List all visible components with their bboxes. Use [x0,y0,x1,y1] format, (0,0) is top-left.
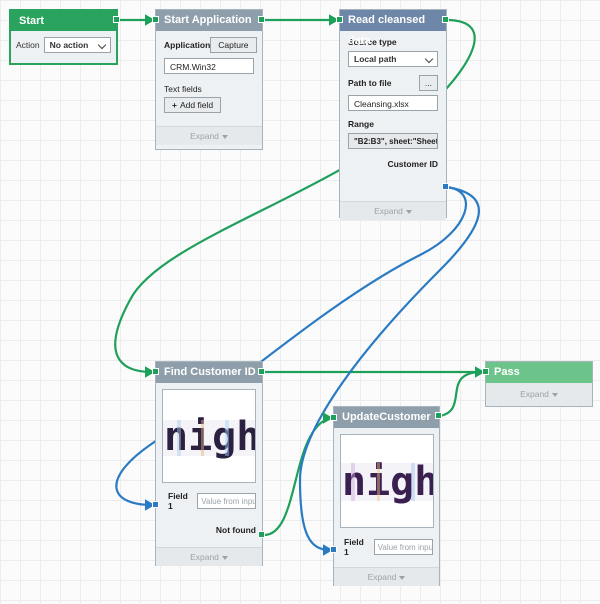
start-application-expand[interactable]: Expand [156,126,262,145]
caret-down-icon [405,209,412,214]
caret-down-icon [399,575,406,580]
find-customer-id-expand[interactable]: Expand [156,547,262,566]
pass-node-title: Pass [494,366,520,378]
start-app-input-port[interactable] [152,16,159,23]
action-label: Action [16,40,40,50]
read-cleansed-data-header[interactable]: Read cleansed data [340,10,446,47]
read-cleansed-data-node[interactable]: Read cleansed data Source type Local pat… [339,9,447,220]
find-customer-id-title: Find Customer ID [164,366,256,378]
start-node[interactable]: Start Action No action [9,9,118,65]
read-input-port[interactable] [336,16,343,23]
update-output-port[interactable] [435,412,442,419]
add-field-button[interactable]: +Add field [164,97,222,113]
start-application-node[interactable]: Start Application Application Capture CR… [155,9,263,150]
expand-label: Expand [190,552,219,562]
plus-icon: + [172,100,177,110]
application-field[interactable]: CRM.Win32 [164,58,254,74]
find-field-1-input[interactable]: Value from input [197,493,256,509]
update-field-1-row: Field 1 Value from input [340,537,433,557]
find-customer-id-header[interactable]: Find Customer ID [156,362,262,383]
update-field-1-input[interactable]: Value from input [373,539,433,555]
pass-node[interactable]: Pass Expand [485,361,593,407]
expand-label: Expand [367,572,397,582]
update-customer-id-header[interactable]: UpdateCustomer ID [334,407,439,444]
action-select[interactable]: No action [43,37,111,53]
find-output-port[interactable] [258,368,265,375]
chevron-down-icon [97,40,107,50]
wire-not-found-to-update [263,416,331,537]
source-type-value: Local path [354,54,397,64]
application-label: Application [164,40,211,50]
range-field[interactable]: "B2:B3", sheet:"Sheet1" [348,133,438,149]
update-target-image: nigh [340,434,434,528]
capture-button[interactable]: Capture [210,37,257,53]
find-field-1-label: Field 1 [168,491,188,511]
find-field-1-input-port[interactable] [152,501,159,508]
customer-id-output: Customer ID [348,159,438,169]
update-customer-id-node[interactable]: UpdateCustomer ID nigh Field 1 Value fro… [333,406,440,586]
update-image-text: nigh [342,459,433,505]
customer-id-output-port[interactable] [442,183,449,190]
expand-label: Expand [520,389,549,399]
range-label: Range [348,119,374,129]
find-target-image: nigh [162,389,256,483]
read-output-port[interactable] [442,16,449,23]
start-application-header[interactable]: Start Application [156,10,262,31]
path-to-file-label: Path to file [348,78,392,88]
path-to-file-field[interactable]: Cleansing.xlsx [348,95,438,111]
chevron-down-icon [424,54,434,64]
wire-update-to-pass [439,370,483,418]
customer-id-output-label: Customer ID [387,159,438,169]
find-field-1-row: Field 1 Value from input [162,491,256,511]
find-customer-id-node[interactable]: Find Customer ID nigh Field 1 Value from… [155,361,263,566]
action-select-value: No action [49,40,89,50]
update-field-1-input-port[interactable] [330,546,337,553]
add-field-label: Add field [179,100,214,110]
browse-button[interactable]: ... [418,75,438,91]
pass-node-header[interactable]: Pass [486,362,592,383]
caret-down-icon [551,392,558,397]
find-input-port[interactable] [152,368,159,375]
not-found-output-port[interactable] [258,531,265,538]
pass-input-port[interactable] [482,368,489,375]
expand-label: Expand [190,131,219,141]
start-app-output-port[interactable] [258,16,265,23]
read-cleansed-data-expand[interactable]: Expand [340,201,446,220]
update-field-1-label: Field 1 [344,537,364,557]
caret-down-icon [221,134,228,139]
update-customer-id-expand[interactable]: Expand [334,567,439,586]
not-found-output: Not found [162,525,256,535]
not-found-label: Not found [215,525,256,535]
text-fields-label: Text fields [164,84,202,94]
start-application-title: Start Application [164,14,252,26]
source-type-select[interactable]: Local path [348,51,438,67]
update-input-port[interactable] [330,414,337,421]
start-output-port[interactable] [113,16,120,23]
pass-node-expand[interactable]: Expand [486,383,592,406]
start-node-title: Start [19,15,45,27]
expand-label: Expand [374,206,403,216]
start-node-header[interactable]: Start [11,11,116,31]
caret-down-icon [221,555,228,560]
